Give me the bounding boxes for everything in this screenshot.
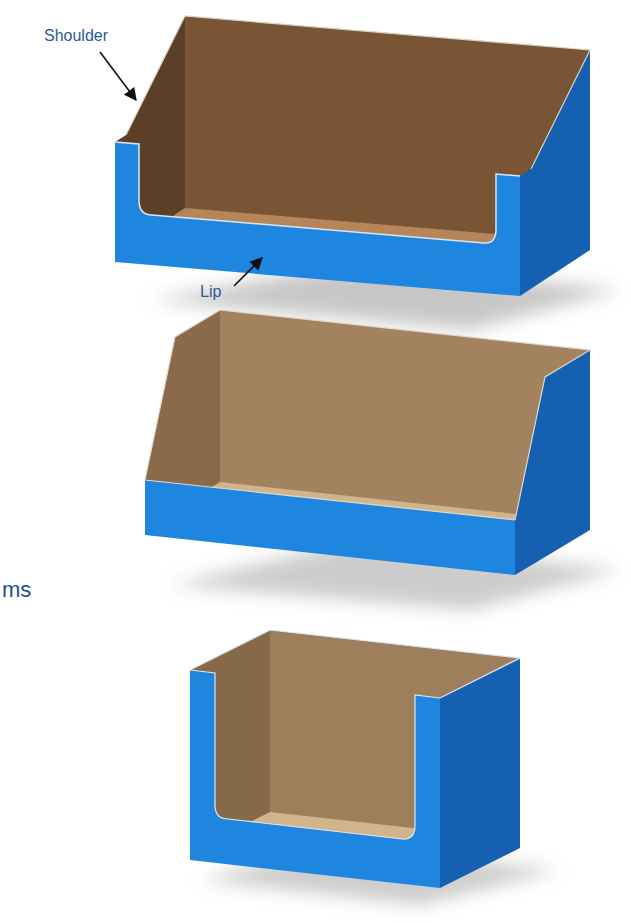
section-heading-fragment: ms (2, 577, 31, 603)
tray-low-front (145, 310, 620, 610)
side-panel (520, 50, 590, 296)
tray-with-shoulder (115, 16, 620, 330)
cut-edge (115, 142, 520, 243)
front-panel (190, 670, 440, 888)
part-label: Lip (200, 282, 221, 302)
front-panel (115, 142, 520, 296)
cut-edge (145, 310, 590, 520)
part-label: Shoulder (44, 26, 108, 46)
leader-arrow (100, 52, 136, 100)
tray-deep-cutout (190, 630, 560, 905)
leader-arrow (234, 258, 262, 286)
cut-edge (190, 630, 520, 839)
side-panel (515, 350, 590, 575)
front-panel (145, 480, 515, 575)
cut-edge (126, 16, 590, 169)
